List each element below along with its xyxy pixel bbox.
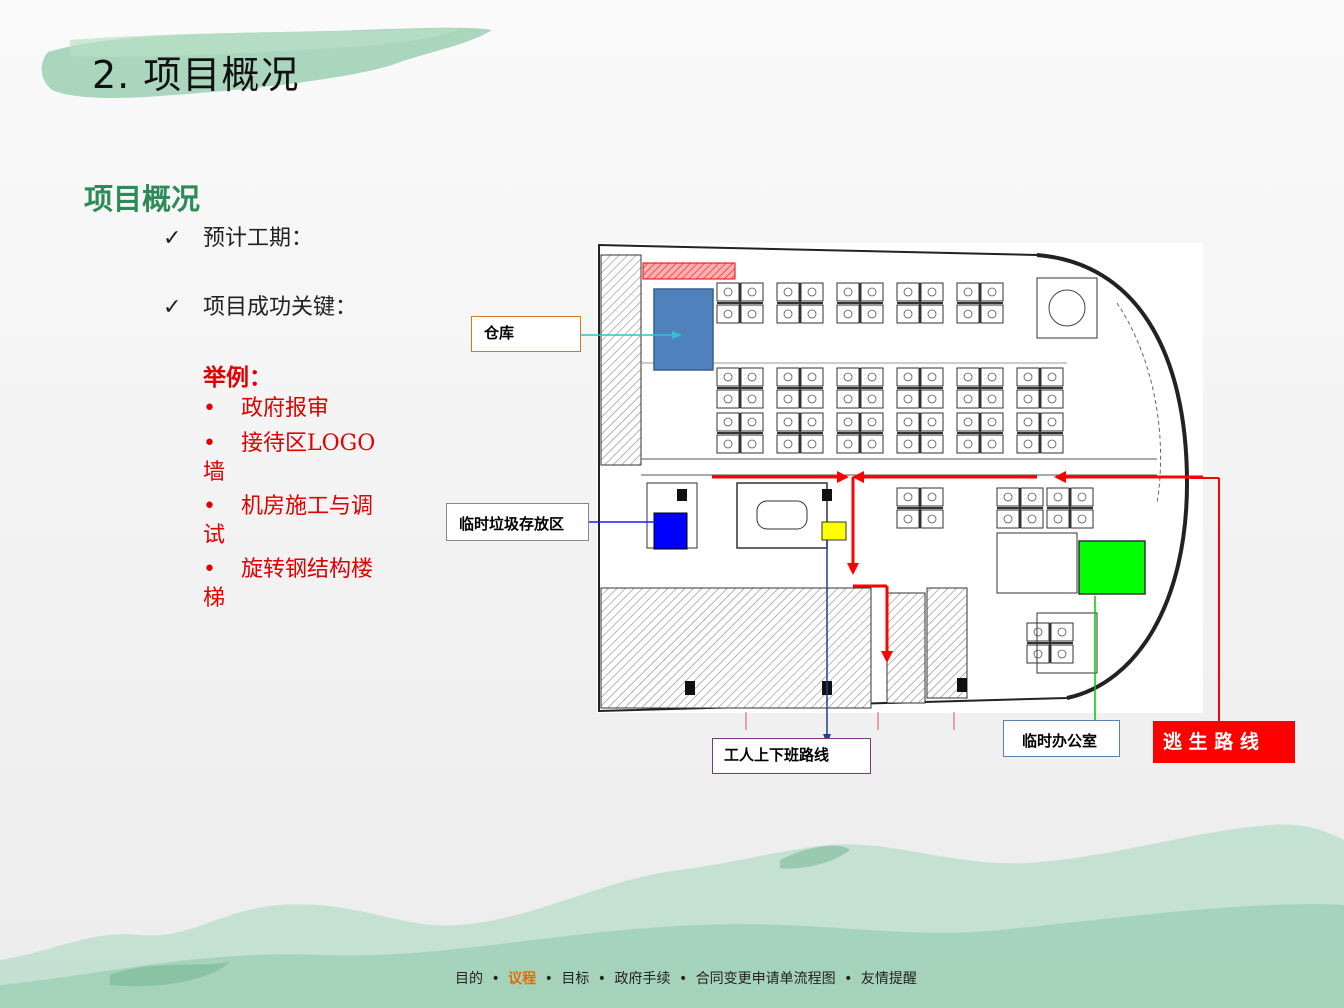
example-heading: 举例： xyxy=(203,364,272,391)
section-heading: 项目概况 xyxy=(84,182,201,216)
example-item: •接待区LOGO墙 xyxy=(203,429,393,487)
nav-item-agenda[interactable]: 议程 xyxy=(508,971,537,987)
nav-separator: • xyxy=(597,971,607,987)
temp-office-marker xyxy=(1078,540,1146,595)
temp-office-label: 临时办公室 xyxy=(1003,720,1120,757)
escape-route-label: 逃 生 路 线 xyxy=(1153,721,1295,763)
check-icon: ✓ xyxy=(163,226,182,251)
nav-item-purpose[interactable]: 目的 xyxy=(455,971,483,987)
garbage-area-marker xyxy=(653,512,688,550)
warehouse-marker xyxy=(653,288,714,371)
bullet-icon: • xyxy=(203,494,216,519)
example-item-label: 政府报审 xyxy=(241,396,330,421)
nav-item-goals[interactable]: 目标 xyxy=(561,971,590,987)
nav-separator: • xyxy=(491,971,500,987)
example-item: •机房施工与调试 xyxy=(203,492,393,550)
floor-plan xyxy=(597,243,1203,713)
example-item-label: 机房施工与调试 xyxy=(203,494,374,548)
agenda-nav: 目的 • 议程 • 目标 • 政府手续 • 合同变更申请单流程图 • 友情提醒 xyxy=(455,968,917,988)
example-item: • 政府报审 xyxy=(203,394,393,423)
nav-item-gov-procedures[interactable]: 政府手续 xyxy=(614,971,671,987)
nav-item-change-request-flow[interactable]: 合同变更申请单流程图 xyxy=(695,971,836,987)
temp-garbage-label: 临时垃圾存放区 xyxy=(446,503,589,541)
bullet-icon: • xyxy=(203,396,216,421)
example-item-label: 旋转钢结构楼梯 xyxy=(203,557,374,611)
nav-separator: • xyxy=(544,971,553,987)
checklist-item: ✓ 预计工期： xyxy=(163,220,313,252)
escape-route-arrows xyxy=(712,471,1203,663)
yellow-marker xyxy=(821,521,847,541)
example-item-label: 接待区LOGO墙 xyxy=(203,431,376,485)
checklist-item-label: 项目成功关键： xyxy=(203,295,358,320)
worker-route-label: 工人上下班路线 xyxy=(712,738,871,774)
checklist-item-label: 预计工期： xyxy=(203,226,314,251)
bullet-icon: • xyxy=(203,431,216,456)
nav-separator: • xyxy=(678,971,688,987)
checklist-item: ✓ 项目成功关键： xyxy=(163,289,357,321)
slide-title: 2. 项目概况 xyxy=(92,53,300,97)
check-icon: ✓ xyxy=(163,295,182,320)
nav-item-friendly-reminder[interactable]: 友情提醒 xyxy=(860,971,917,987)
nav-separator: • xyxy=(844,971,853,987)
bullet-icon: • xyxy=(203,557,216,582)
example-item: •旋转钢结构楼梯 xyxy=(203,555,393,613)
warehouse-label: 仓库 xyxy=(471,316,581,352)
